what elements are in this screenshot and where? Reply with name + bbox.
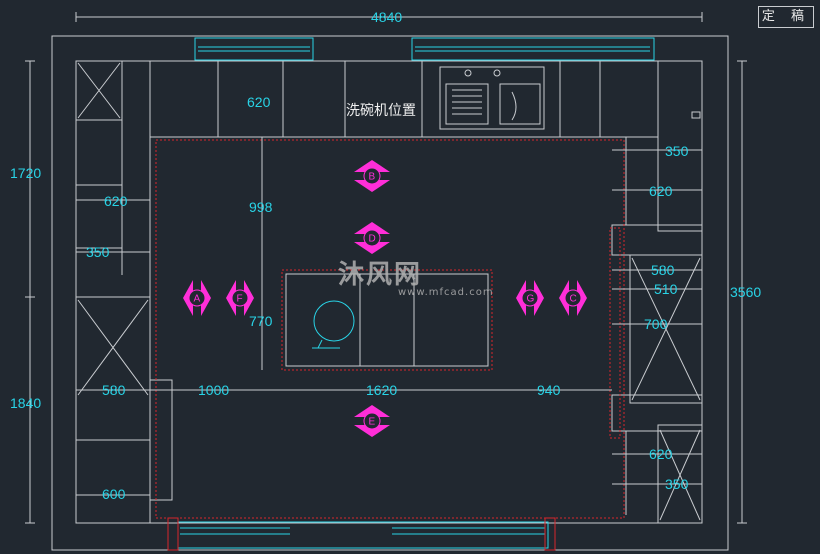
view-marker-f: F — [226, 280, 254, 316]
dim-right-350-bottom: 350 — [665, 476, 689, 492]
dim-right-700: 700 — [644, 316, 668, 332]
dim-island-right-gap: 940 — [537, 382, 561, 398]
dim-left-cab-depth-upper: 620 — [104, 193, 128, 209]
dim-left-lower: 1840 — [10, 395, 41, 411]
view-marker-label: C — [570, 294, 577, 305]
dim-right-620-upper: 620 — [649, 183, 673, 199]
top-window-left — [194, 37, 314, 61]
dim-left-gap-upper: 350 — [86, 244, 110, 260]
view-marker-label: D — [369, 234, 376, 245]
dim-right-510: 510 — [654, 281, 678, 297]
outer-wall — [51, 35, 729, 551]
dimension-lines — [25, 12, 747, 524]
dim-island-depth: 770 — [249, 313, 273, 329]
view-marker-e: E — [354, 405, 390, 437]
double-sink — [439, 66, 545, 130]
bottom-door — [167, 517, 556, 551]
dim-left-lower-bottom: 600 — [102, 486, 126, 502]
dim-right-580: 580 — [651, 262, 675, 278]
dim-right-top-350: 350 — [665, 143, 689, 159]
work-area-outline — [155, 139, 625, 519]
dim-left-upper: 1720 — [10, 165, 41, 181]
right-cabinets — [611, 60, 703, 524]
view-marker-b: B — [354, 160, 390, 192]
dim-right-620-lower: 620 — [649, 446, 673, 462]
approved-stamp: 定 稿 — [758, 6, 814, 28]
top-cabinets — [149, 60, 659, 138]
view-marker-label: F — [237, 294, 243, 305]
island — [281, 269, 493, 371]
view-marker-label: G — [527, 294, 535, 305]
view-marker-a: A — [183, 280, 211, 316]
watermark-title: 沐风网 — [338, 260, 423, 290]
watermark-url: www.mfcad.com — [398, 287, 494, 298]
dim-island-length: 1620 — [366, 382, 397, 398]
top-window-right — [411, 37, 655, 61]
dim-aisle-top: 998 — [249, 199, 273, 215]
watermark: 沐风网 www.mfcad.com — [338, 254, 494, 298]
left-cabinets — [75, 60, 173, 524]
view-marker-label: E — [369, 417, 376, 428]
dim-upper-cabinet-depth: 620 — [247, 94, 271, 110]
dim-overall-height: 3560 — [730, 284, 761, 300]
view-marker-label: B — [369, 172, 376, 183]
dim-left-cab-depth-lower: 580 — [102, 382, 126, 398]
dim-island-left-gap: 1000 — [198, 382, 229, 398]
view-marker-c: C — [559, 280, 587, 316]
view-marker-g: G — [516, 280, 544, 316]
dishwasher-label: 洗碗机位置 — [346, 103, 416, 119]
dim-overall-width: 4840 — [371, 9, 402, 25]
view-marker-label: A — [194, 294, 201, 305]
view-marker-d: D — [354, 222, 390, 254]
